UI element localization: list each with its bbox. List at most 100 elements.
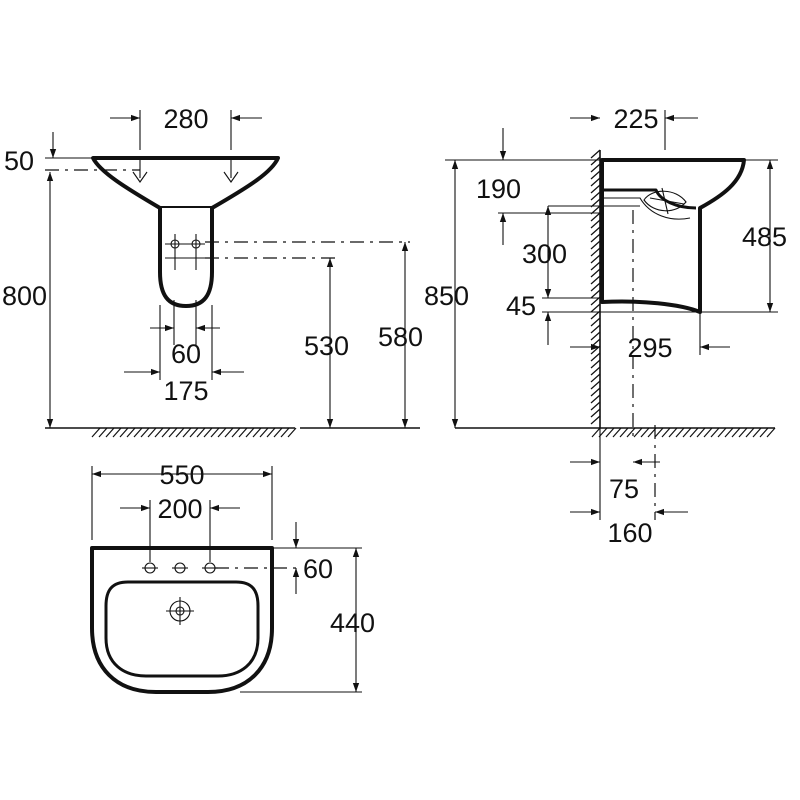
dim-basin-height: 485	[742, 222, 787, 252]
hatch-mark	[287, 427, 297, 438]
dim-floor-offset-a: 75	[609, 474, 639, 504]
hatch-mark	[590, 240, 601, 250]
hatch-mark	[590, 149, 601, 159]
hatch-mark	[605, 427, 615, 438]
hatch-mark	[590, 415, 601, 425]
hatch-mark	[590, 219, 601, 229]
side-trap-line	[602, 197, 691, 220]
hatch-mark	[590, 170, 601, 180]
hatch-mark	[590, 324, 601, 334]
hatch-mark	[112, 427, 122, 438]
dim-overall-depth: 440	[330, 608, 375, 638]
hatch-mark	[182, 427, 192, 438]
hatch-mark	[280, 427, 290, 438]
hatch-mark	[175, 427, 185, 438]
dim-side-rim-height: 850	[424, 281, 469, 311]
hatch-mark	[196, 427, 206, 438]
hatch-mark	[105, 427, 115, 438]
hatch-mark	[140, 427, 150, 438]
side-floor-hatch	[591, 427, 776, 438]
hatch-mark	[224, 427, 234, 438]
hatch-mark	[590, 289, 601, 299]
hatch-mark	[590, 303, 601, 313]
dim-pedestal-gap: 45	[506, 291, 536, 321]
hatch-mark	[654, 427, 664, 438]
hatch-mark	[217, 427, 227, 438]
dim-waste-height: 530	[304, 331, 349, 361]
dim-waste-width: 60	[171, 339, 201, 369]
hatch-mark	[266, 427, 276, 438]
hatch-mark	[759, 427, 769, 438]
hatch-mark	[590, 317, 601, 327]
dim-rim-height: 800	[2, 281, 47, 311]
hatch-mark	[203, 427, 213, 438]
hatch-mark	[189, 427, 199, 438]
hatch-mark	[752, 427, 762, 438]
dim-tap-hole-inset: 60	[303, 554, 333, 584]
hatch-mark	[590, 338, 601, 348]
hatch-mark	[590, 247, 601, 257]
hatch-mark	[626, 427, 636, 438]
dim-tap-drop: 190	[476, 174, 521, 204]
dim-basin-top-depth: 225	[613, 104, 658, 134]
hatch-mark	[126, 427, 136, 438]
hatch-mark	[91, 427, 101, 438]
hatch-mark	[710, 427, 720, 438]
hatch-mark	[745, 427, 755, 438]
hatch-mark	[98, 427, 108, 438]
hatch-mark	[766, 427, 776, 438]
side-trap-icon	[643, 187, 687, 215]
hatch-mark	[675, 427, 685, 438]
front-pedestal-outline	[158, 208, 214, 308]
hatch-mark	[161, 427, 171, 438]
hatch-mark	[590, 282, 601, 292]
dim-supply-height: 580	[378, 322, 423, 352]
hatch-mark	[590, 366, 601, 376]
dim-pedestal-width: 175	[163, 376, 208, 406]
hatch-mark	[590, 212, 601, 222]
front-view: 280 50 800 530 580 60 175	[2, 104, 423, 438]
hatch-mark	[133, 427, 143, 438]
hatch-mark	[590, 233, 601, 243]
front-tap-marks	[132, 160, 239, 183]
hatch-mark	[273, 427, 283, 438]
hatch-mark	[238, 427, 248, 438]
top-basin-outline	[90, 546, 274, 694]
hatch-mark	[590, 394, 601, 404]
hatch-mark	[703, 427, 713, 438]
hatch-mark	[245, 427, 255, 438]
hatch-mark	[590, 261, 601, 271]
hatch-mark	[731, 427, 741, 438]
hatch-mark	[696, 427, 706, 438]
hatch-mark	[590, 156, 601, 166]
hatch-mark	[259, 427, 269, 438]
side-basin-outline	[600, 158, 746, 314]
front-supply-cross-icon	[165, 234, 205, 270]
dim-tap-hole-spacing: 200	[157, 494, 202, 524]
hatch-mark	[590, 359, 601, 369]
hatch-mark	[633, 427, 643, 438]
hatch-mark	[590, 163, 601, 173]
hatch-mark	[590, 184, 601, 194]
hatch-mark	[661, 427, 671, 438]
dim-rim-thickness: 50	[4, 146, 34, 176]
hatch-mark	[717, 427, 727, 438]
hatch-mark	[590, 177, 601, 187]
hatch-mark	[689, 427, 699, 438]
hatch-mark	[590, 380, 601, 390]
hatch-mark	[590, 254, 601, 264]
hatch-mark	[590, 387, 601, 397]
hatch-mark	[590, 408, 601, 418]
hatch-mark	[231, 427, 241, 438]
hatch-mark	[590, 268, 601, 278]
hatch-mark	[682, 427, 692, 438]
hatch-mark	[590, 275, 601, 285]
hatch-mark	[724, 427, 734, 438]
hatch-mark	[590, 373, 601, 383]
top-view: 550 200 60 440	[90, 460, 375, 694]
hatch-mark	[738, 427, 748, 438]
hatch-mark	[640, 427, 650, 438]
hatch-mark	[168, 427, 178, 438]
front-basin-outline	[91, 156, 280, 210]
